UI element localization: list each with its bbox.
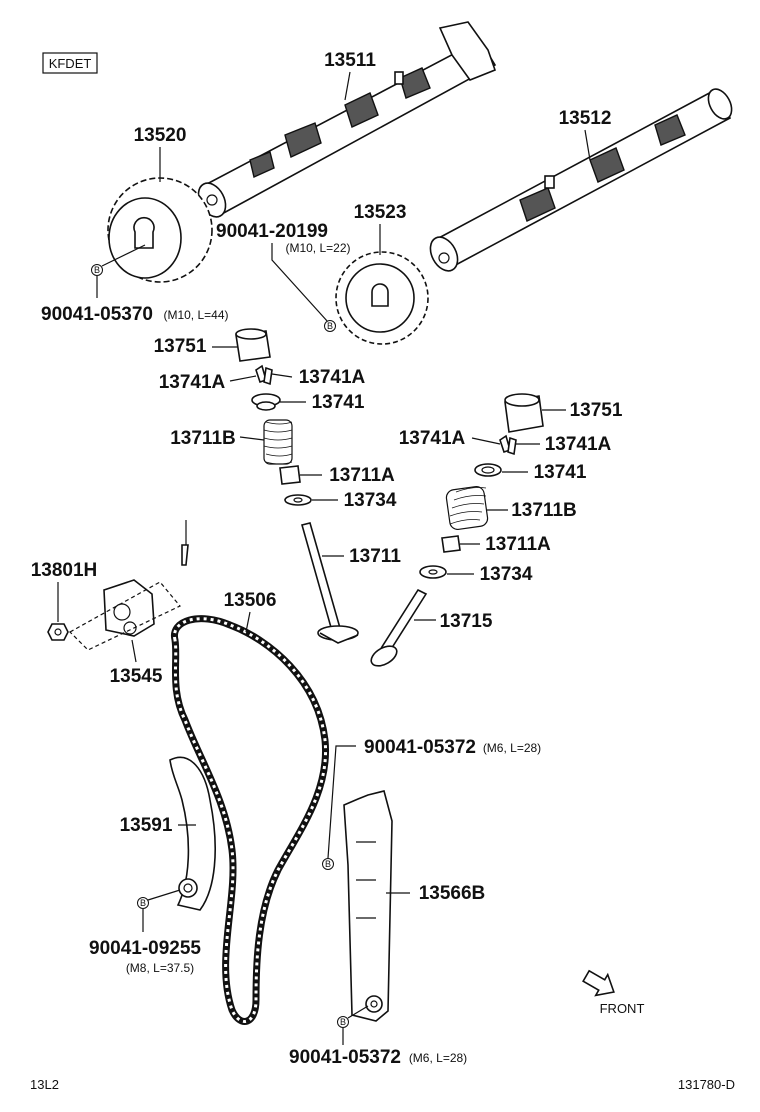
label-90041-05372-bottom: 90041-05372 <box>289 1047 401 1068</box>
bolt-marker-icon: B <box>91 264 103 276</box>
chain-damper-13566B <box>343 790 393 1022</box>
label-13741A-left-a: 13741A <box>159 372 226 393</box>
svg-text:B: B <box>140 898 146 908</box>
label-13741A-right-b: 13741A <box>545 434 612 455</box>
engine-code-box: KFDET <box>42 52 98 74</box>
valve-keeper-13741A-right <box>499 434 517 456</box>
label-90041-20199: 90041-20199 <box>216 221 328 242</box>
spec-90041-20199: (M10, L=22) <box>285 241 350 255</box>
valve-lifter-13751-left <box>235 328 271 362</box>
label-13711A-left: 13711A <box>329 465 395 486</box>
chain-guide-13591 <box>169 756 216 911</box>
camshaft-13512 <box>429 88 733 272</box>
label-13751-left: 13751 <box>154 336 207 357</box>
label-13523: 13523 <box>354 202 407 223</box>
valve-13711 <box>301 522 359 644</box>
label-13734-right: 13734 <box>480 564 533 585</box>
bolt-marker-icon: B <box>137 897 149 909</box>
label-13741-left: 13741 <box>312 392 365 413</box>
spec-90041-05372-bottom: (M6, L=28) <box>409 1051 467 1065</box>
footer-right-code: 131780-D <box>678 1077 735 1092</box>
spec-90041-05372-top: (M6, L=28) <box>483 741 541 755</box>
label-13711A-right: 13711A <box>485 534 551 555</box>
label-13741A-left-b: 13741A <box>299 367 366 388</box>
valve-seal-13711A-right <box>441 535 461 553</box>
svg-text:B: B <box>94 265 100 275</box>
front-arrow-icon <box>582 969 615 997</box>
spring-seat-13734-left <box>284 494 312 506</box>
valve-retainer-13741-right <box>474 463 502 477</box>
label-13520: 13520 <box>134 125 187 146</box>
front-label: FRONT <box>600 1001 645 1016</box>
footer-left-code: 13L2 <box>30 1077 59 1092</box>
label-13711: 13711 <box>349 546 401 567</box>
svg-text:B: B <box>325 859 331 869</box>
spec-90041-05370: (M10, L=44) <box>163 308 228 322</box>
label-13591: 13591 <box>120 815 173 836</box>
label-13711B-right: 13711B <box>511 500 577 521</box>
valve-13715 <box>370 588 428 667</box>
label-13511: 13511 <box>324 50 376 71</box>
timing-chain-13506 <box>171 615 330 1025</box>
label-13801H: 13801H <box>31 560 98 581</box>
label-13751-right: 13751 <box>570 400 623 421</box>
nut-13801H-icon <box>47 623 69 641</box>
valve-spring-13711B-right <box>445 485 489 531</box>
camshaft-13511 <box>197 21 497 218</box>
label-13734-left: 13734 <box>344 490 397 511</box>
spec-90041-09255: (M8, L=37.5) <box>126 961 194 975</box>
valve-retainer-13741-left <box>251 393 281 411</box>
chain-tensioner-13545 <box>69 579 181 651</box>
svg-text:B: B <box>340 1017 346 1027</box>
label-13715: 13715 <box>440 611 493 632</box>
valve-seal-13711A-left <box>279 465 301 485</box>
valve-lifter-13751-right <box>504 393 544 433</box>
engine-code: KFDET <box>49 56 92 71</box>
label-13741A-right-a: 13741A <box>399 428 466 449</box>
label-90041-05370: 90041-05370 <box>41 304 153 325</box>
label-13566B: 13566B <box>419 883 486 904</box>
label-13741-right: 13741 <box>534 462 587 483</box>
valve-spring-13711B-left <box>263 419 293 465</box>
label-90041-09255: 90041-09255 <box>89 938 201 959</box>
label-13506: 13506 <box>224 590 277 611</box>
label-13545: 13545 <box>110 666 163 687</box>
spring-seat-13734-right <box>419 565 447 579</box>
label-90041-05372-top: 90041-05372 <box>364 737 476 758</box>
valve-keeper-13741A-left <box>255 364 273 386</box>
bolt-marker-icon: B <box>324 320 336 332</box>
bolt-marker-icon: B <box>337 1016 349 1028</box>
label-13711B-left: 13711B <box>170 428 236 449</box>
cam-gear-13523 <box>335 251 429 345</box>
label-13512: 13512 <box>559 108 612 129</box>
bolt-marker-icon: B <box>322 858 334 870</box>
svg-text:B: B <box>327 321 333 331</box>
cam-gear-13520 <box>107 177 213 283</box>
